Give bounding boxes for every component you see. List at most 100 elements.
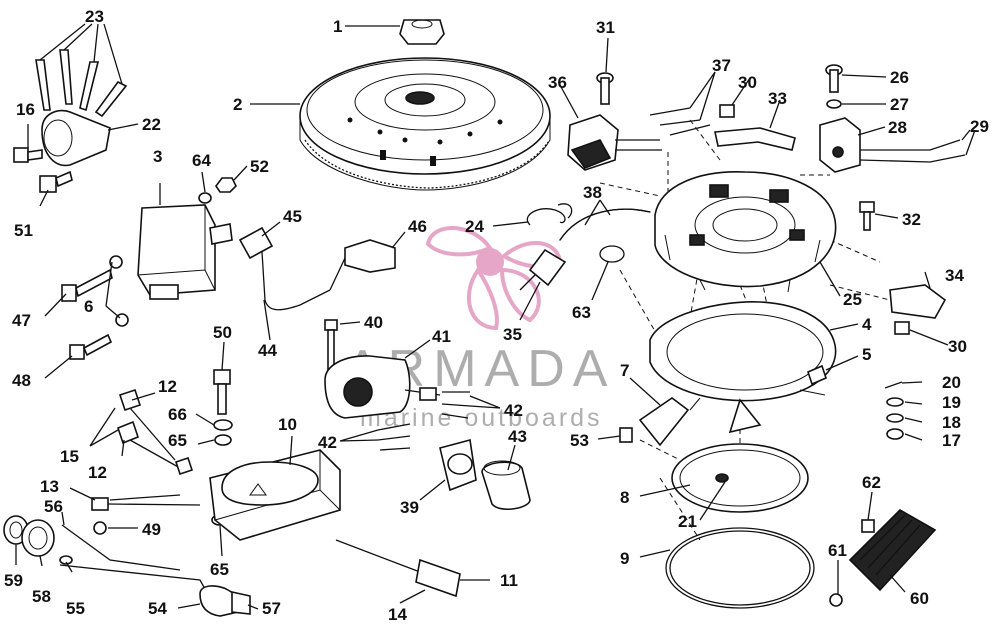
callout-29: 29 bbox=[970, 117, 989, 136]
callout-34: 34 bbox=[945, 266, 964, 285]
retainer-plate[interactable] bbox=[671, 443, 809, 513]
sensor-39[interactable] bbox=[439, 438, 477, 492]
wire-55[interactable] bbox=[59, 564, 211, 599]
leader-lines bbox=[15, 23, 976, 610]
washer-65-top[interactable] bbox=[214, 434, 232, 446]
terminal-block-60[interactable] bbox=[848, 509, 937, 592]
connector-12-bottom[interactable] bbox=[117, 420, 194, 476]
callout-50: 50 bbox=[213, 323, 232, 342]
nut-52[interactable] bbox=[215, 177, 237, 193]
clamp-63[interactable] bbox=[599, 245, 625, 263]
callout-33: 33 bbox=[768, 89, 787, 108]
link-7[interactable] bbox=[638, 397, 690, 447]
screw-62[interactable] bbox=[861, 519, 875, 533]
terminals-42-left[interactable] bbox=[377, 423, 411, 451]
callout-36: 36 bbox=[548, 73, 567, 92]
callout-21: 21 bbox=[678, 512, 697, 531]
callout-55: 55 bbox=[66, 599, 85, 618]
screw-30-top[interactable] bbox=[719, 104, 735, 118]
flywheel-nut[interactable] bbox=[399, 19, 445, 45]
washer-66[interactable] bbox=[213, 419, 233, 431]
grommet-58[interactable] bbox=[21, 519, 55, 557]
sleeve-43[interactable] bbox=[481, 460, 531, 511]
callout-54: 54 bbox=[148, 599, 167, 618]
spark-plug-lead-45[interactable] bbox=[238, 226, 331, 311]
sensor-36[interactable] bbox=[567, 114, 662, 171]
washer-6[interactable] bbox=[109, 255, 129, 327]
callout-66: 66 bbox=[168, 405, 187, 424]
retaining-ring[interactable] bbox=[665, 527, 815, 609]
screw-30-bottom[interactable] bbox=[894, 321, 910, 335]
callout-37: 37 bbox=[712, 56, 731, 75]
timer-plate[interactable] bbox=[649, 301, 837, 434]
spark-plug-lead-46[interactable] bbox=[329, 239, 396, 291]
screw-5[interactable] bbox=[807, 364, 827, 386]
washer-19[interactable] bbox=[886, 397, 904, 407]
callout-18: 18 bbox=[942, 413, 961, 432]
callout-12a: 12 bbox=[158, 377, 177, 396]
ignition-coil[interactable] bbox=[137, 204, 233, 300]
bracket-34[interactable] bbox=[889, 284, 947, 319]
terminals-42-right[interactable] bbox=[441, 391, 471, 419]
callout-20: 20 bbox=[942, 373, 961, 392]
lead-56[interactable] bbox=[59, 524, 181, 571]
stator-base[interactable] bbox=[654, 171, 837, 293]
washer-17[interactable] bbox=[886, 428, 904, 440]
leads-29[interactable] bbox=[859, 139, 966, 163]
callout-23: 23 bbox=[85, 7, 104, 26]
callout-16: 16 bbox=[16, 100, 35, 119]
callout-58: 58 bbox=[32, 587, 51, 606]
screws-23[interactable] bbox=[35, 49, 128, 118]
callout-61: 61 bbox=[828, 541, 847, 560]
callout-1: 1 bbox=[333, 17, 342, 36]
washer-64[interactable] bbox=[198, 192, 212, 204]
callout-65b: 65 bbox=[210, 560, 229, 579]
screw-32[interactable] bbox=[859, 201, 875, 231]
nut-49[interactable] bbox=[93, 521, 107, 535]
callout-4: 4 bbox=[862, 315, 872, 334]
callout-26: 26 bbox=[890, 68, 909, 87]
screw-51[interactable] bbox=[39, 170, 73, 193]
hose-38[interactable] bbox=[559, 208, 651, 241]
washer-18[interactable] bbox=[886, 413, 904, 423]
callout-43: 43 bbox=[508, 427, 527, 446]
spring-24[interactable] bbox=[526, 203, 573, 226]
clamp-13[interactable] bbox=[91, 497, 201, 511]
connector-12-top[interactable] bbox=[118, 388, 176, 461]
screw-48[interactable] bbox=[69, 333, 113, 360]
connector-57[interactable] bbox=[231, 591, 251, 615]
washer-27[interactable] bbox=[826, 99, 842, 109]
screw-50[interactable] bbox=[213, 369, 231, 415]
power-pack[interactable] bbox=[209, 449, 341, 541]
screw-61[interactable] bbox=[829, 593, 843, 607]
callout-48: 48 bbox=[12, 371, 31, 390]
callout-17: 17 bbox=[942, 431, 961, 450]
callout-44: 44 bbox=[258, 341, 277, 360]
power-pack-harness[interactable] bbox=[109, 494, 461, 598]
sensor-35[interactable] bbox=[519, 248, 567, 291]
callout-41: 41 bbox=[432, 327, 451, 346]
pin-20[interactable] bbox=[884, 381, 903, 389]
callout-10: 10 bbox=[278, 415, 297, 434]
callout-49: 49 bbox=[142, 520, 161, 539]
bracket-33[interactable] bbox=[714, 127, 796, 151]
screw-31[interactable] bbox=[596, 72, 614, 105]
callout-59: 59 bbox=[4, 571, 23, 590]
sensor-41[interactable] bbox=[324, 355, 441, 419]
callout-11: 11 bbox=[500, 571, 518, 590]
callout-39: 39 bbox=[400, 498, 419, 517]
callout-6: 6 bbox=[84, 297, 93, 316]
sensor-28[interactable] bbox=[819, 117, 861, 173]
screw-16[interactable] bbox=[13, 147, 43, 163]
flywheel[interactable] bbox=[299, 57, 551, 191]
screw-47[interactable] bbox=[61, 268, 113, 302]
callout-62: 62 bbox=[862, 473, 881, 492]
callout-5: 5 bbox=[862, 345, 871, 364]
callout-53: 53 bbox=[570, 431, 589, 450]
screw-26[interactable] bbox=[825, 64, 843, 93]
callout-30a: 30 bbox=[738, 73, 757, 92]
screw-53[interactable] bbox=[619, 427, 633, 443]
sensor-22[interactable] bbox=[41, 109, 111, 167]
leads-37[interactable] bbox=[649, 107, 711, 136]
callout-14: 14 bbox=[388, 605, 407, 624]
